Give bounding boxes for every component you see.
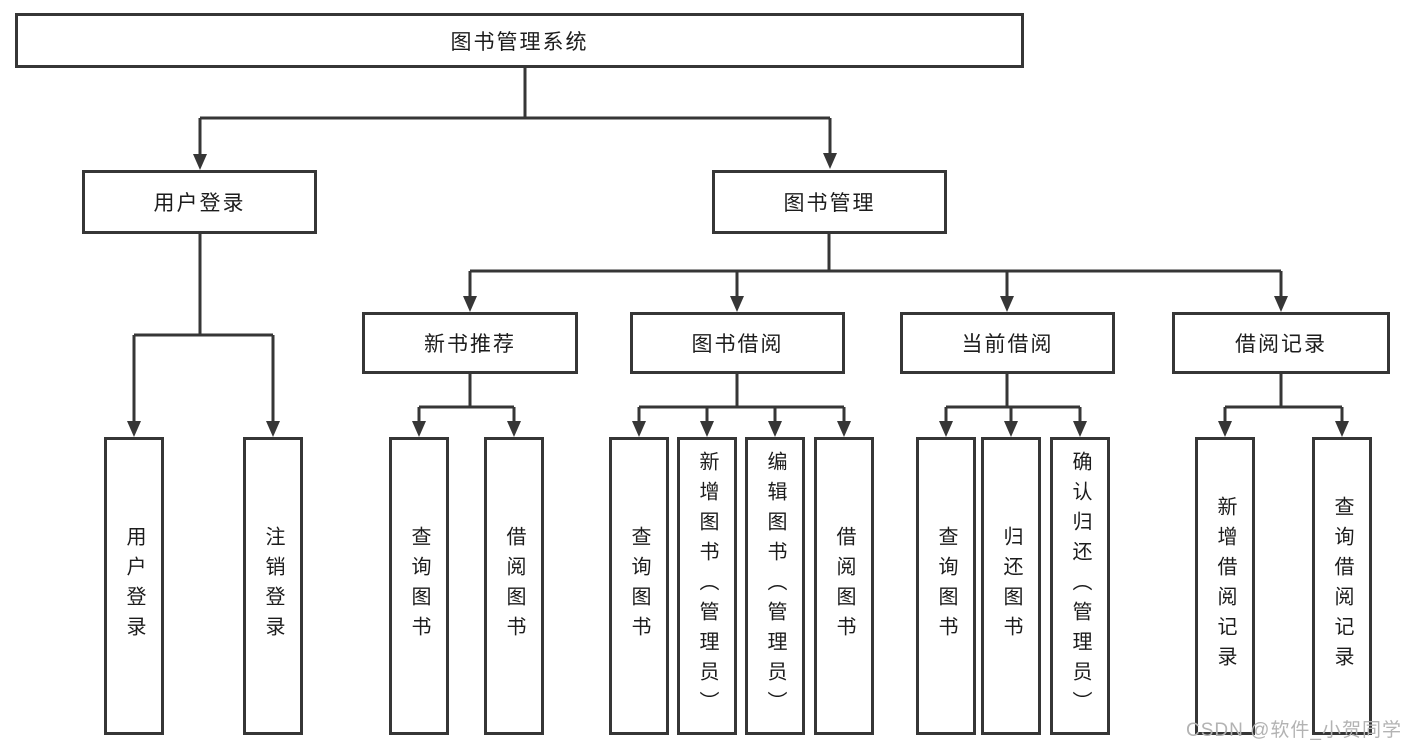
node-label: 查询图书: [935, 526, 957, 646]
node-label: 当前借阅: [961, 333, 1054, 356]
node-edit-book-admin: 编辑图书（管理员）: [745, 437, 805, 735]
node-query-borrow-record: 查询借阅记录: [1312, 437, 1372, 735]
node-label: 新增图书（管理员）: [696, 451, 718, 721]
node-query-books-borrowing: 查询图书: [609, 437, 669, 735]
node-add-borrow-record: 新增借阅记录: [1195, 437, 1255, 735]
node-label: 借阅图书: [503, 526, 525, 646]
node-label: 新增借阅记录: [1214, 496, 1236, 676]
node-label: 图书管理: [783, 192, 876, 215]
node-query-books-recommend: 查询图书: [389, 437, 449, 735]
node-label: 用户登录: [153, 192, 246, 215]
node-borrow-books-recommend: 借阅图书: [484, 437, 544, 735]
node-label: 注销登录: [262, 526, 284, 646]
node-borrow-books-borrowing: 借阅图书: [814, 437, 874, 735]
node-current-borrowing: 当前借阅: [900, 312, 1115, 374]
node-label: 查询图书: [628, 526, 650, 646]
node-return-books: 归还图书: [981, 437, 1041, 735]
node-logout-action: 注销登录: [243, 437, 303, 735]
node-label: 图书借阅: [691, 333, 784, 356]
csdn-watermark: CSDN @软件_小贺同学: [1186, 720, 1402, 741]
node-label: 确认归还（管理员）: [1069, 451, 1091, 721]
node-user-login-action: 用户登录: [104, 437, 164, 735]
node-add-book-admin: 新增图书（管理员）: [677, 437, 737, 735]
node-book-management: 图书管理: [712, 170, 947, 234]
node-borrowing-records: 借阅记录: [1172, 312, 1390, 374]
node-query-books-current: 查询图书: [916, 437, 976, 735]
node-label: 查询图书: [408, 526, 430, 646]
node-label: 图书管理系统: [450, 30, 589, 54]
node-label: 编辑图书（管理员）: [764, 451, 786, 721]
node-label: 用户登录: [123, 526, 145, 646]
node-label: 借阅记录: [1235, 333, 1327, 356]
node-label: 归还图书: [1000, 526, 1022, 646]
node-user-login: 用户登录: [82, 170, 317, 234]
node-label: 借阅图书: [833, 526, 855, 646]
node-new-book-recommendation: 新书推荐: [362, 312, 578, 374]
node-label: 查询借阅记录: [1331, 496, 1353, 676]
node-confirm-return-admin: 确认归还（管理员）: [1050, 437, 1110, 735]
node-library-system: 图书管理系统: [15, 13, 1024, 68]
node-label: 新书推荐: [424, 333, 516, 356]
node-book-borrowing: 图书借阅: [630, 312, 845, 374]
